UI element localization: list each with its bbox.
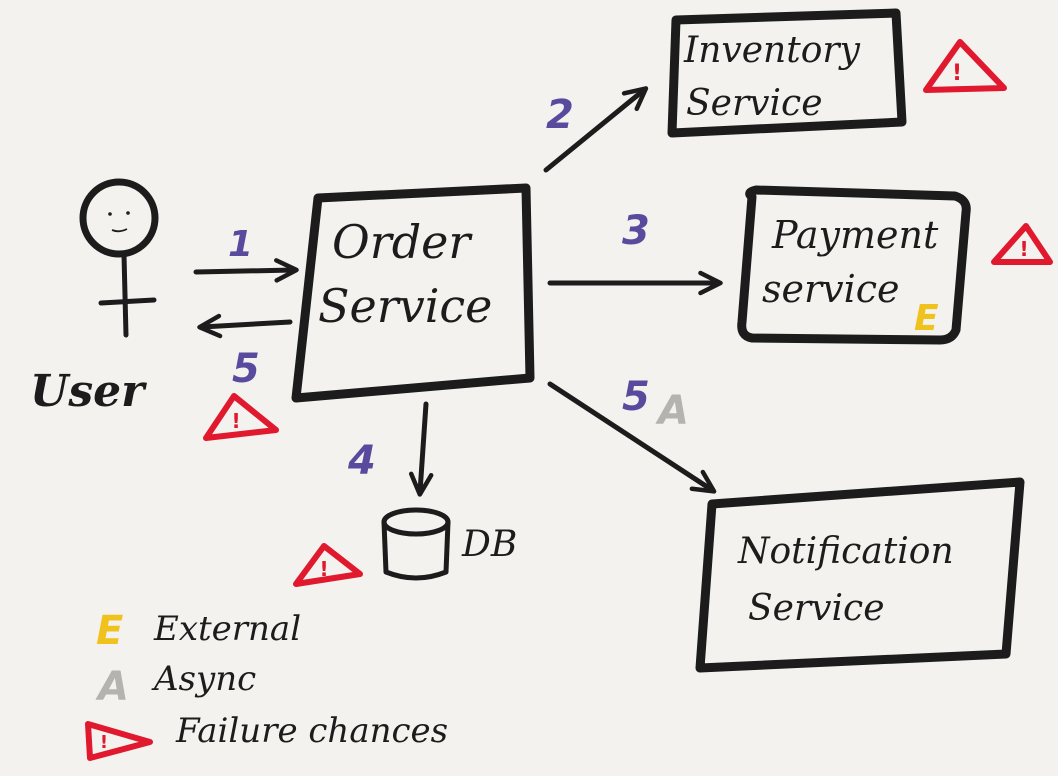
arrow-order-to-db [420, 404, 426, 492]
payment-external-marker: E [914, 298, 939, 339]
legend-external-marker: E [96, 608, 123, 654]
svg-text:!: ! [952, 61, 962, 86]
svg-text:!: ! [231, 409, 240, 433]
legend-async-label: Async [151, 659, 256, 699]
step-5-user-label: 5 [232, 346, 260, 392]
order-service-node: Order Service [296, 188, 530, 398]
step-5-notification-label: 5 [622, 374, 650, 420]
user-stick-figure [83, 182, 155, 335]
payment-service-node: Payment service E [742, 190, 967, 340]
arrow-user-to-order [196, 270, 294, 272]
svg-text:!: ! [100, 732, 108, 753]
order-service-label-line2: Service [318, 279, 492, 333]
order-service-label-line1: Order [332, 215, 473, 269]
inventory-service-label-line1: Inventory [683, 30, 861, 71]
inventory-service-label-line2: Service [686, 83, 823, 124]
inventory-service-node: Inventory Service [672, 13, 902, 133]
legend: E External A Async ! Failure chances [88, 608, 448, 758]
notification-async-marker: A [655, 388, 689, 434]
step-4-label: 4 [347, 438, 376, 484]
legend-async-marker: A [95, 664, 129, 710]
notification-service-label-line1: Notification [737, 531, 954, 572]
step-3-label: 3 [622, 208, 650, 254]
warning-icon-user: ! [206, 396, 276, 438]
legend-external-label: External [153, 609, 301, 649]
payment-service-label-line1: Payment [771, 213, 939, 257]
payment-service-label-line2: service [762, 267, 900, 311]
legend-failure-icon: ! [88, 724, 150, 758]
db-label: DB [461, 524, 517, 565]
notification-service-node: Notification Service [700, 482, 1020, 668]
legend-failure-label: Failure chances [175, 711, 448, 751]
notification-service-label-line2: Service [748, 588, 885, 629]
step-2-label: 2 [546, 92, 574, 138]
warning-icon-db: ! [296, 546, 360, 584]
warning-icon-payment: ! [994, 226, 1050, 262]
arrow-order-to-user [202, 322, 290, 327]
step-1-label: 1 [228, 224, 253, 265]
svg-text:!: ! [319, 557, 328, 581]
warning-icon-inventory: ! [926, 42, 1004, 90]
database-node [384, 510, 448, 578]
svg-text:!: ! [1019, 237, 1028, 261]
user-label: User [30, 366, 147, 417]
